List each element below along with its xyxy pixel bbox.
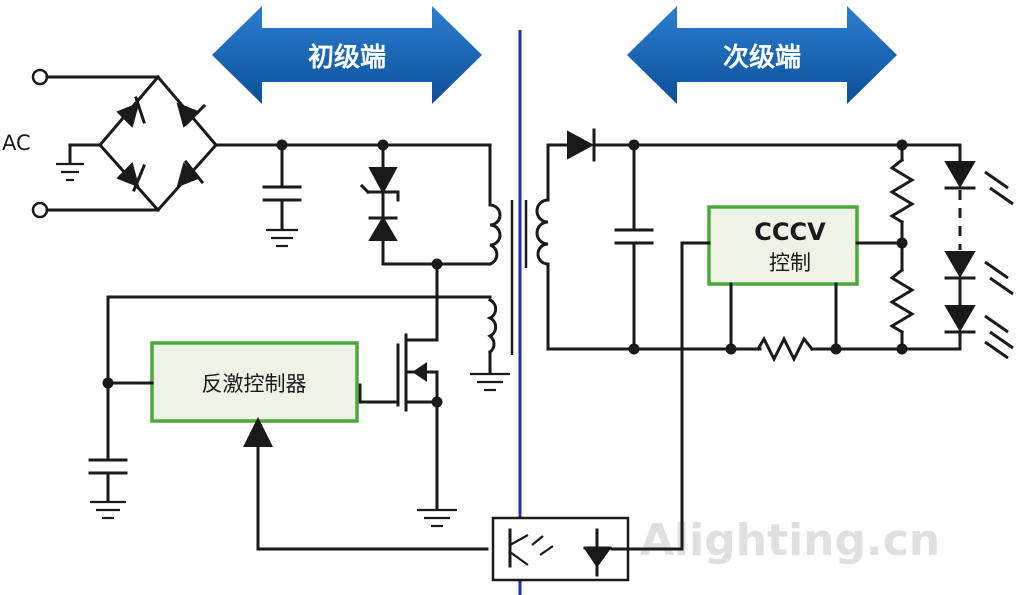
transformer-secondary-winding xyxy=(535,143,550,351)
cccv-controller: CCCV 控制 xyxy=(707,205,859,286)
opto-drive-line xyxy=(610,241,711,551)
ac-input: AC xyxy=(2,68,160,219)
mosfet-switch xyxy=(358,262,457,528)
cccv-sublabel: 控制 xyxy=(769,251,811,275)
output-capacitor xyxy=(614,143,654,351)
transformer-aux-winding xyxy=(106,295,510,392)
sense-resistor xyxy=(755,335,815,363)
cccv-label: CCCV xyxy=(754,218,826,246)
ac-terminal-top xyxy=(31,68,49,86)
vcc-capacitor xyxy=(88,458,128,520)
primary-side-banner: 初级端 xyxy=(212,6,482,104)
clamp-circuit xyxy=(359,143,492,266)
transformer-primary-winding xyxy=(488,143,502,266)
ac-terminal-bottom xyxy=(31,201,49,219)
feedback-path xyxy=(243,417,489,551)
optocoupler xyxy=(491,516,630,582)
flyback-controller: 反激控制器 xyxy=(150,341,359,423)
input-capacitor xyxy=(262,143,302,248)
led-string xyxy=(944,143,1014,360)
secondary-side-banner: 次级端 xyxy=(627,6,897,104)
voltage-divider xyxy=(889,143,915,351)
primary-side-label: 初级端 xyxy=(308,42,386,73)
ac-label: AC xyxy=(2,131,31,155)
watermark: Alighting.cn xyxy=(640,515,940,566)
bridge-rectifier xyxy=(98,74,218,213)
flyback-controller-label: 反激控制器 xyxy=(202,372,307,396)
secondary-side-label: 次级端 xyxy=(723,42,801,73)
